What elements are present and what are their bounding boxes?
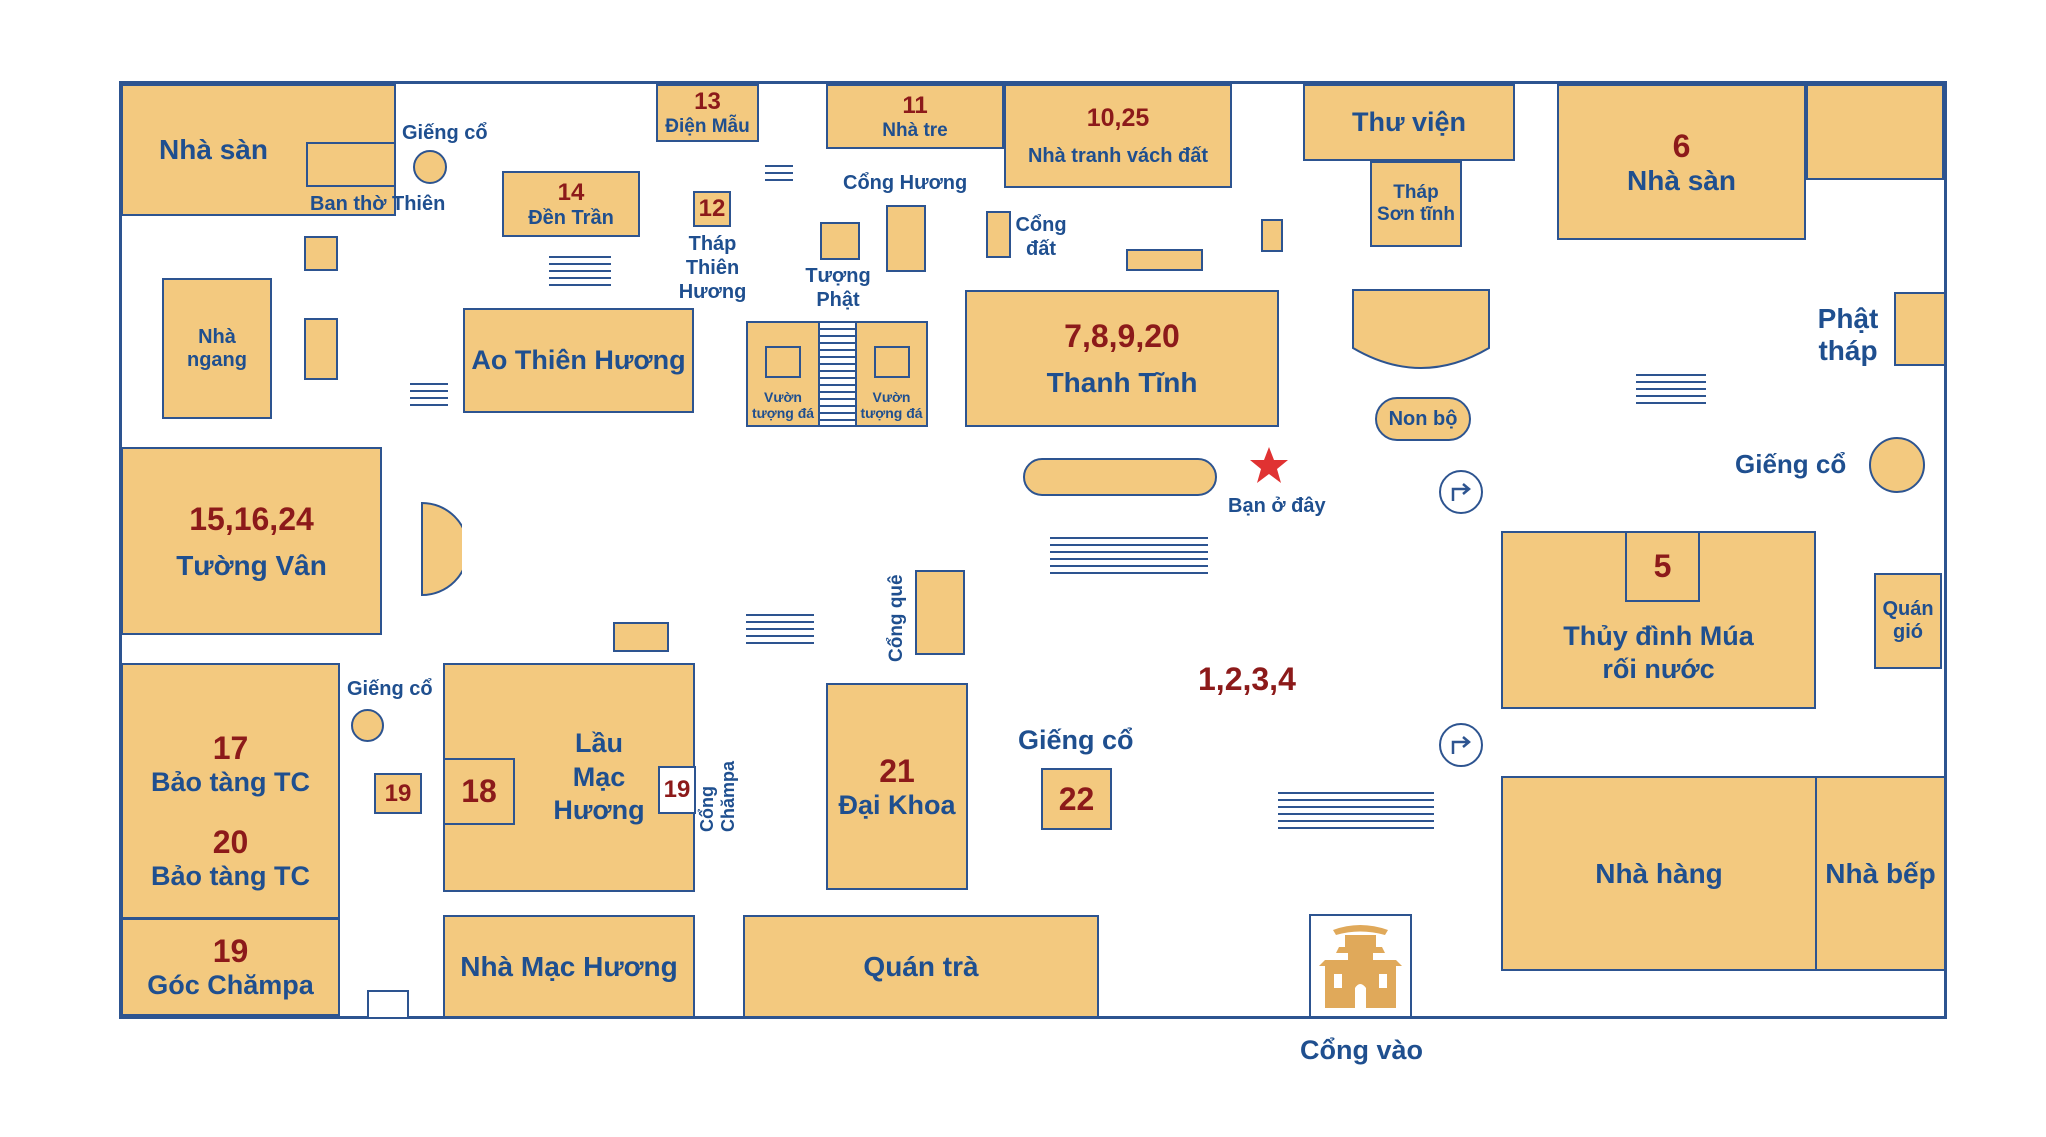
nha-mac-huong[interactable]: Nhà Mạc Hương <box>443 915 695 1018</box>
cong-vao-gate[interactable] <box>1309 914 1412 1018</box>
cong-huong-pillar <box>886 205 926 272</box>
non-bo[interactable]: Non bộ <box>1375 397 1471 441</box>
gieng-co-label-3: Giếng cổ <box>347 678 433 700</box>
statue-plinth <box>873 346 910 379</box>
cong-que-label: Cổng quê <box>886 574 907 662</box>
nha-hang[interactable]: Nhà hàng <box>1501 776 1817 971</box>
central-steps <box>820 321 855 427</box>
tuong-phat-label: Tượng Phật <box>805 265 871 311</box>
bench-top <box>1126 249 1203 271</box>
dai-khoa[interactable]: 21 Đại Khoa <box>826 683 968 890</box>
stairs-7 <box>1278 792 1434 834</box>
small-post <box>1261 219 1283 252</box>
ao-thien-huong[interactable]: Ao Thiên Hương <box>463 308 694 413</box>
phat-thap-box[interactable] <box>1894 292 1946 366</box>
thu-vien[interactable]: Thư viện <box>1303 84 1515 161</box>
half-round-platform <box>421 501 462 597</box>
tuong-van[interactable]: 15,16,24 Tường Vân <box>121 447 382 635</box>
box-19-a[interactable]: 19 <box>374 773 422 814</box>
turn-right-icon-2 <box>1439 723 1483 767</box>
gieng-co-well-1[interactable] <box>413 150 447 184</box>
dien-mau[interactable]: 13 Điện Mẫu <box>656 84 759 142</box>
gieng-co-label-4: Giếng cổ <box>1018 725 1134 755</box>
thanh-tinh[interactable]: 7,8,9,20 Thanh Tĩnh <box>965 290 1279 427</box>
box-19-b[interactable]: 19 <box>658 766 696 814</box>
bao-tang[interactable]: 17 Bảo tàng TC 20 Bảo tàng TC <box>121 663 340 919</box>
nha-san-right[interactable]: 6 Nhà sàn <box>1557 84 1806 240</box>
gieng-22[interactable]: 22 <box>1041 768 1112 830</box>
ban-o-day-label: Bạn ở đây <box>1228 495 1326 517</box>
stairs-2 <box>765 165 793 186</box>
cong-vao-label: Cổng vào <box>1300 1035 1424 1065</box>
stairs-5 <box>1050 537 1208 579</box>
goc-champa[interactable]: 19 Góc Chămpa <box>121 918 340 1016</box>
gieng-co-label-2: Giếng cổ <box>1735 449 1847 479</box>
stairs-6 <box>746 614 814 649</box>
ban-tho-box <box>306 142 396 187</box>
small-block-1 <box>304 236 338 271</box>
tuong-phat-box[interactable] <box>820 222 860 260</box>
bench-center <box>1023 458 1217 496</box>
cong-champa-label: Cổng Chămpa <box>697 760 738 832</box>
thap-son-tinh[interactable]: Tháp Sơn tĩnh <box>1370 161 1462 247</box>
vuon-tuong-da-right[interactable]: Vườn tượng đá <box>855 321 928 427</box>
gate-icon <box>1319 925 1402 1008</box>
gieng-co-well-3[interactable] <box>351 709 384 742</box>
nha-ngang[interactable]: Nhà ngang <box>162 278 272 419</box>
thuy-dinh[interactable]: Thủy đình Múa rối nước <box>1501 531 1816 709</box>
thap-thien-label: Tháp Thiên Hương <box>678 233 747 303</box>
lau-num-box[interactable]: 18 <box>443 758 515 825</box>
thap-thien-box[interactable]: 12 <box>693 191 731 227</box>
non-bo-pond <box>1352 289 1490 369</box>
center-numbers: 1,2,3,4 <box>1198 661 1296 697</box>
cong-dat-pillar <box>986 211 1011 258</box>
statue-plinth <box>765 346 801 379</box>
stairs-1 <box>549 256 611 291</box>
turn-right-icon <box>1439 470 1483 514</box>
you-are-here-icon <box>1250 447 1288 483</box>
nha-tre[interactable]: 11 Nhà tre <box>826 84 1004 149</box>
nha-tranh[interactable]: 10,25 Nhà tranh vách đất <box>1004 84 1232 188</box>
nha-san-annex <box>1806 84 1944 180</box>
stairs-3 <box>410 383 448 411</box>
quan-gio[interactable]: Quán gió <box>1874 573 1942 669</box>
small-block-2 <box>304 318 338 380</box>
small-block-3 <box>613 622 669 652</box>
nha-bep[interactable]: Nhà bếp <box>1815 776 1946 971</box>
gieng-co-label-1: Giếng cổ <box>402 122 488 144</box>
phat-thap-label: Phật tháp <box>1817 303 1879 367</box>
ban-tho-label: Ban thờ Thiên <box>310 193 446 215</box>
stairs-4 <box>1636 374 1706 409</box>
cong-que-pillar <box>915 570 965 655</box>
cong-huong-label: Cổng Hương <box>843 172 968 194</box>
thuy-dinh-pavilion[interactable]: 5 <box>1625 531 1700 602</box>
den-tran[interactable]: 14 Đền Trần <box>502 171 640 237</box>
cong-dat-label: Cổng đất <box>1015 214 1067 260</box>
vuon-tuong-da-left[interactable]: Vườn tượng đá <box>746 321 820 427</box>
quan-tra[interactable]: Quán trà <box>743 915 1099 1018</box>
gieng-co-well-2[interactable] <box>1869 437 1925 493</box>
small-gate-box <box>367 990 409 1019</box>
